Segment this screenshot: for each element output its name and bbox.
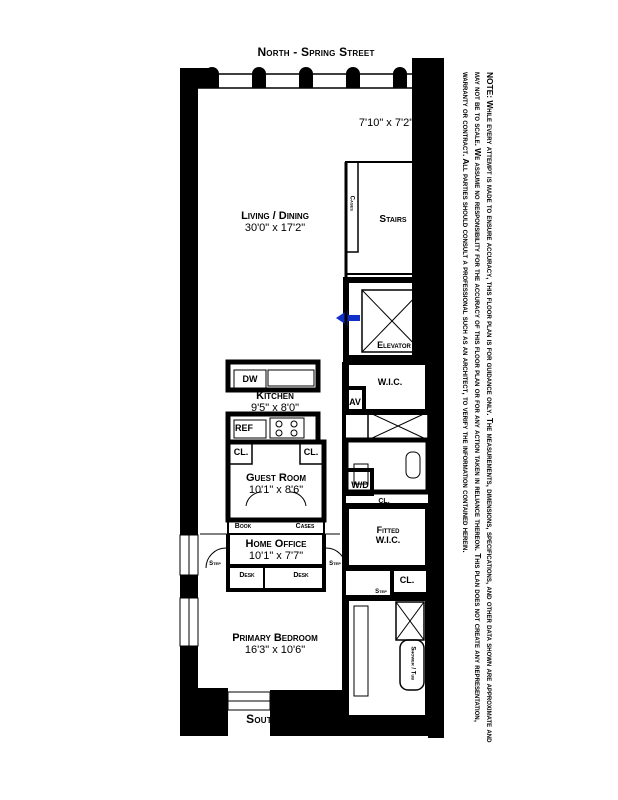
- ref-label: REF: [235, 423, 253, 433]
- lower-closet-label: CL.: [399, 575, 415, 585]
- elevator-label: Elevator: [377, 340, 411, 350]
- kitchen-room: Kitchen 9'5" x 8'0": [230, 390, 320, 414]
- step-right-label: Step: [329, 561, 341, 567]
- fitted-wic-line1: Fitted: [376, 525, 400, 535]
- south-street-label: South: [246, 712, 278, 726]
- primary-bedroom-room: Primary Bedroom 16'3" x 10'6": [210, 632, 340, 656]
- step-left-label: Step: [209, 561, 221, 567]
- guest-closet-left-label: CL.: [233, 447, 249, 457]
- left-windows: [179, 534, 199, 647]
- washer-dryer-label: W/D: [351, 480, 369, 490]
- north-windows: [189, 67, 429, 89]
- guest-room-walls: [225, 439, 327, 535]
- desk-left-label: Desk: [239, 572, 255, 579]
- north-street-label: North - Spring Street: [257, 45, 375, 59]
- book-label: Book: [234, 523, 252, 530]
- wd-closet-label: CL.: [378, 498, 390, 505]
- primary-bedroom-dimensions: 16'3" x 10'6": [244, 644, 306, 657]
- cases-office-label: Cases: [295, 523, 315, 530]
- living-dining-name: Living / Dining: [241, 210, 309, 222]
- home-office-dimensions: 10'1" x 7'7": [248, 550, 304, 563]
- living-dining-dimensions: 30'0" x 17'2": [244, 222, 306, 235]
- shower-tub-label: Shower / Tub: [409, 646, 416, 681]
- interior-walls: [342, 162, 348, 718]
- right-rooms: [343, 359, 431, 731]
- desk-right-label: Desk: [293, 572, 309, 579]
- stairs-label: Stairs: [379, 214, 407, 225]
- fitted-wic-line2: W.I.C.: [375, 534, 401, 545]
- kitchen-name: Kitchen: [256, 390, 294, 402]
- guest-closet-right-label: CL.: [303, 447, 319, 457]
- south-window: [227, 691, 271, 711]
- upper-right-dimension: 7'10" x 7'2": [358, 117, 414, 129]
- primary-bedroom-name: Primary Bedroom: [232, 632, 318, 644]
- office-walls: [200, 533, 347, 592]
- guest-room-dimensions: 10'1" x 8'6": [248, 484, 304, 497]
- fitted-wic-label: Fitted W.I.C.: [358, 525, 418, 546]
- guest-room-name: Guest Room: [245, 472, 306, 484]
- living-dining-room: Living / Dining 30'0" x 17'2": [215, 210, 335, 234]
- step-bath-label: Step: [375, 589, 387, 595]
- cases-top-label: Cases: [348, 195, 355, 211]
- dw-label: DW: [242, 374, 258, 384]
- guest-room: Guest Room 10'1" x 8'6": [228, 472, 324, 496]
- wic-label: W.I.C.: [377, 377, 403, 387]
- disclaimer-note: NOTE: While every attempt is made to ens…: [461, 72, 495, 743]
- home-office-room: Home Office 10'1" x 7'7": [228, 538, 324, 562]
- home-office-name: Home Office: [245, 538, 307, 550]
- entry-arrow: [336, 310, 360, 326]
- av-label: AV: [349, 397, 361, 407]
- kitchen-dimensions: 9'5" x 8'0": [250, 402, 300, 415]
